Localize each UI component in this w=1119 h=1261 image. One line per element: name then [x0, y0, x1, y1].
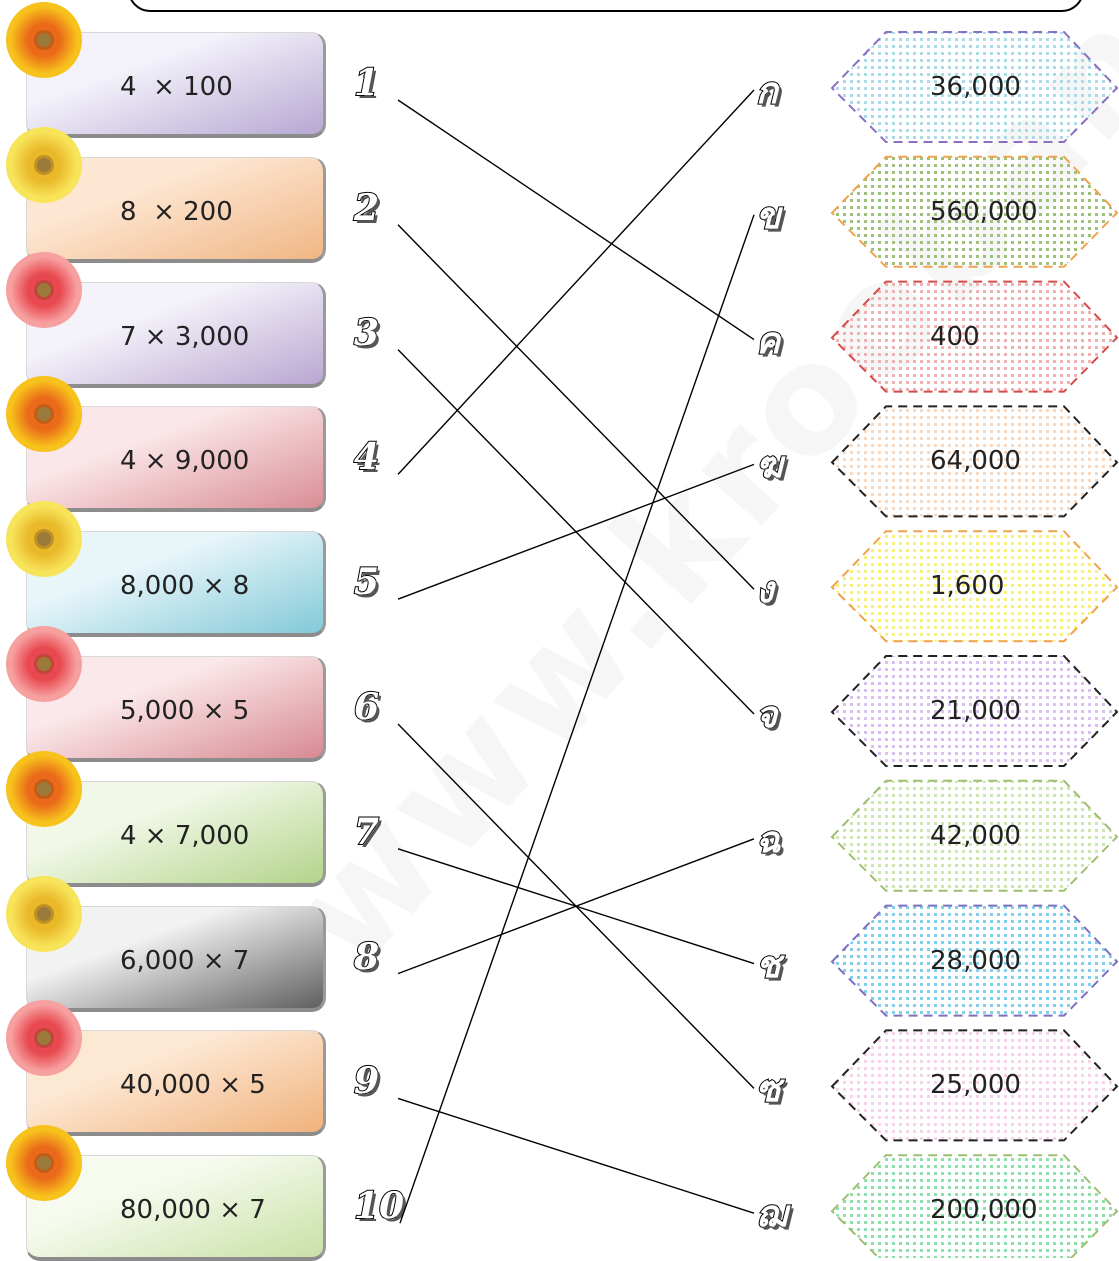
question-number: 4: [353, 435, 380, 479]
answer-hexagon: [830, 1029, 1119, 1142]
question-expression: 8,000 × 8: [120, 571, 250, 602]
answer-hexagon: [830, 530, 1119, 643]
match-line: [397, 1097, 755, 1214]
answer-value: 21,000: [930, 696, 1021, 726]
answer-hexagon: [830, 1154, 1119, 1258]
answer-value: 1,600: [930, 571, 1005, 602]
flower-icon: [6, 626, 82, 702]
flower-icon: [6, 750, 82, 827]
match-line: [397, 463, 755, 600]
question-number: 7: [353, 810, 380, 854]
question-expression: 4 × 7,000: [120, 820, 250, 851]
question-number: 9: [353, 1059, 380, 1103]
flower-icon: [6, 875, 82, 952]
answer-hexagon: [830, 280, 1119, 393]
match-line: [397, 99, 755, 341]
flower-icon: [6, 501, 82, 578]
match-line: [399, 214, 755, 1224]
flower-icon: [6, 1125, 82, 1202]
answer-letter: ก: [755, 69, 779, 113]
answer-value: 400: [930, 321, 980, 352]
question-box: [26, 1155, 326, 1261]
answer-hexagon: [830, 779, 1119, 892]
question-number: 3: [353, 311, 380, 355]
answer-letter: ง: [755, 568, 775, 612]
flower-icon: [6, 1000, 82, 1077]
question-expression: 5,000 × 5: [120, 696, 250, 726]
answer-value: 25,000: [930, 1070, 1021, 1101]
question-number: 8: [353, 935, 380, 979]
question-expression: 80,000 × 7: [120, 1195, 266, 1226]
answer-value: 200,000: [930, 1195, 1038, 1226]
answer-value: 36,000: [930, 72, 1021, 102]
answer-value: 42,000: [930, 820, 1021, 851]
answer-hexagon: [830, 904, 1119, 1017]
answer-letter: ฆ: [755, 443, 784, 487]
answer-hexagon: [830, 31, 1119, 143]
answer-letter: ช: [755, 943, 781, 987]
question-expression: 4 × 9,000: [120, 446, 250, 477]
answer-value: 64,000: [930, 446, 1021, 477]
match-line: [397, 838, 755, 975]
answer-value: 560,000: [930, 196, 1038, 227]
flower-icon: [6, 251, 82, 328]
answer-hexagon: [830, 655, 1119, 767]
question-expression: 8 × 200: [120, 196, 233, 227]
question-expression: 6,000 × 7: [120, 945, 250, 976]
answer-value: 28,000: [930, 945, 1021, 976]
flower-icon: [6, 376, 82, 453]
answer-letter: ฌ: [755, 1192, 788, 1236]
answer-letter: ค: [755, 319, 781, 363]
match-line: [397, 89, 755, 475]
question-number: 1: [353, 61, 380, 105]
question-expression: 4 × 100: [120, 72, 233, 102]
flower-icon: [6, 126, 82, 203]
answer-hexagon: [830, 155, 1119, 268]
question-number: 5: [353, 560, 380, 604]
answer-letter: ซ: [755, 1067, 781, 1111]
flower-icon: [6, 2, 82, 78]
answer-letter: ฉ: [755, 818, 782, 862]
question-number: 2: [353, 186, 380, 230]
answer-hexagon: [830, 405, 1119, 518]
answer-letter: ข: [755, 194, 782, 238]
question-expression: 40,000 × 5: [120, 1070, 266, 1101]
question-number: 6: [353, 685, 380, 729]
question-number: 10: [353, 1184, 405, 1228]
question-box: [26, 780, 326, 887]
match-line: [397, 224, 755, 590]
answer-letter: จ: [755, 693, 778, 737]
question-expression: 7 × 3,000: [120, 321, 250, 352]
